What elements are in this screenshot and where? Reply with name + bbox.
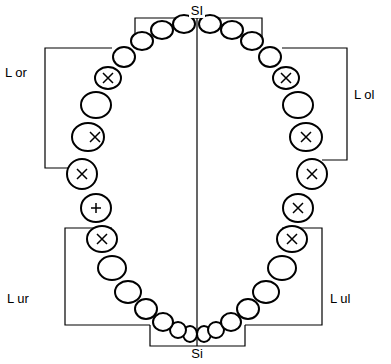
segment-bracket xyxy=(282,48,347,160)
segment-label: SI xyxy=(189,4,205,18)
segment-bracket xyxy=(45,48,112,168)
teeth xyxy=(67,15,327,342)
segment-label: L ul xyxy=(328,292,352,306)
tooth-marks xyxy=(77,73,317,244)
segment-label: L ur xyxy=(5,292,31,306)
segment-label: Si xyxy=(189,347,205,361)
segment-label: L ol xyxy=(352,88,376,102)
midline xyxy=(196,18,197,346)
segment-label: L or xyxy=(3,66,29,80)
